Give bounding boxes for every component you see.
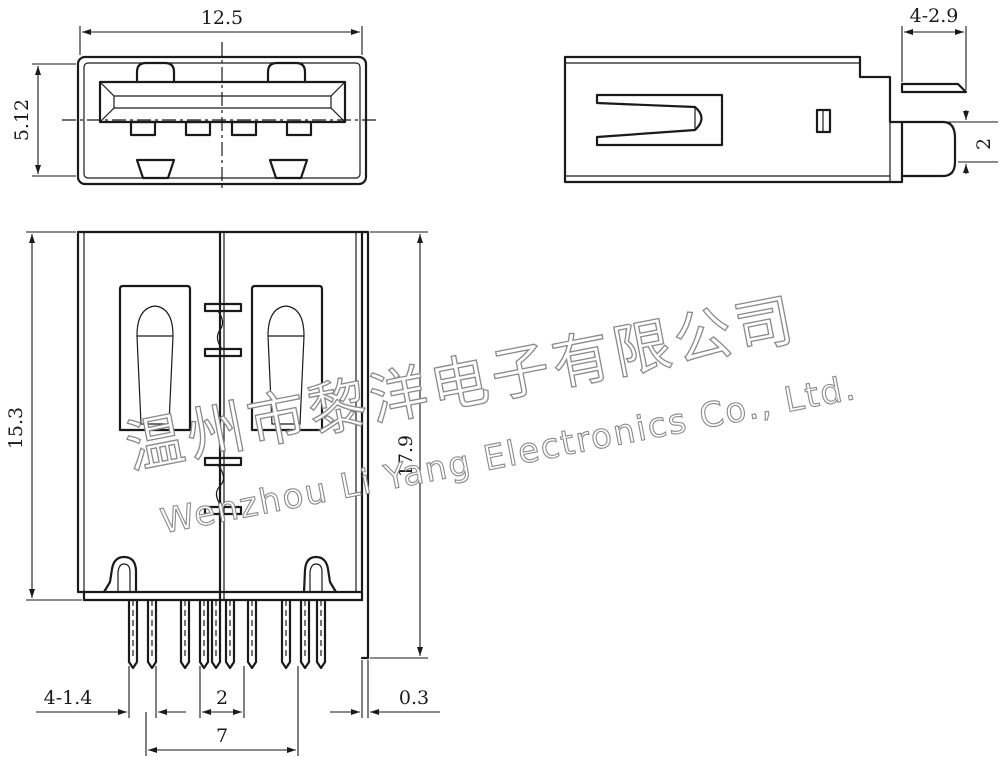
front-view [62,42,380,190]
dim-body-height: 15.3 [5,231,82,601]
dim-label-tab-length: 4-2.9 [910,5,959,27]
dim-total-height: 17.9 [370,231,428,659]
top-view [76,230,370,660]
dim-label-shell-thickness: 0.3 [399,687,429,709]
dim-label-pin-width: 4-1.4 [44,687,93,709]
dim-tab-length: 4-2.9 [901,5,967,90]
watermark: 温州市黎洋电子有限公司 Wenzhou Li Yang Electronics … [119,285,860,543]
dim-label-front-height: 5.12 [11,99,33,141]
dim-label-total-height: 17.9 [395,435,417,477]
dim-pin-span: 7 [145,666,299,756]
dim-label-tab-offset: 2 [973,138,995,150]
dim-shell-thickness: 0.3 [330,660,440,718]
dim-pin-pitch: 2 [199,666,245,718]
dim-label-pin-span: 7 [216,725,228,747]
pins [127,598,327,670]
dim-label-front-width: 12.5 [201,7,243,29]
dim-label-pin-pitch: 2 [216,687,228,709]
dim-label-body-height: 15.3 [5,407,27,449]
side-view [563,55,968,184]
dim-tab-offset: 2 [944,110,998,174]
dim-front-width: 12.5 [79,7,363,55]
dim-front-height: 5.12 [11,63,76,177]
dim-pin-width: 4-1.4 [36,666,186,718]
